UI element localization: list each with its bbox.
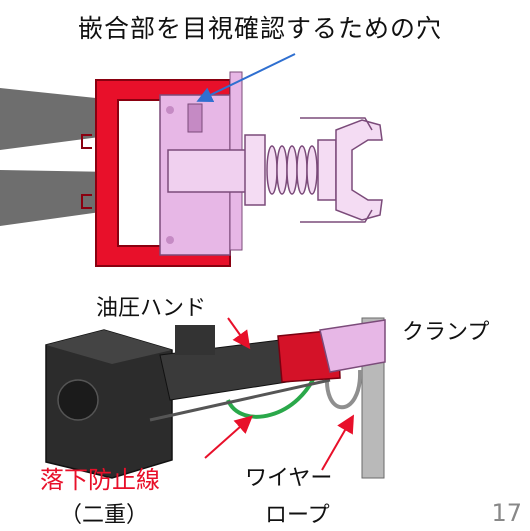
claw	[335, 119, 383, 221]
lower-gray-beam	[0, 170, 115, 226]
clamp-label: クランプ	[402, 320, 490, 345]
hole-pointer-arrow	[196, 53, 296, 102]
fall-prevention-line-label: 落下防止線	[40, 466, 160, 494]
pink-clamp-block	[319, 319, 386, 373]
double-label: （二重）	[60, 503, 149, 528]
wire-rope-label-line1: ワイヤー	[245, 466, 333, 491]
center-shaft	[167, 149, 249, 193]
spring	[266, 145, 318, 195]
top-gripper-view	[0, 53, 383, 267]
gray-wire-rope	[325, 367, 363, 410]
hand-pointer-arrow	[227, 317, 251, 350]
inspection-hole	[187, 103, 203, 133]
wire-rope-label-line2: ロープ	[265, 503, 330, 528]
page-number: 17	[491, 499, 522, 527]
hydraulic-hand-label: 油圧ハンド	[96, 296, 207, 321]
wire-rope-pointer-arrow	[321, 414, 354, 471]
fall-line-pointer-arrow	[204, 415, 253, 459]
inspection-hole-label: 嵌合部を目視確認するための穴	[78, 14, 443, 43]
bottom-assembly-view	[45, 317, 386, 479]
